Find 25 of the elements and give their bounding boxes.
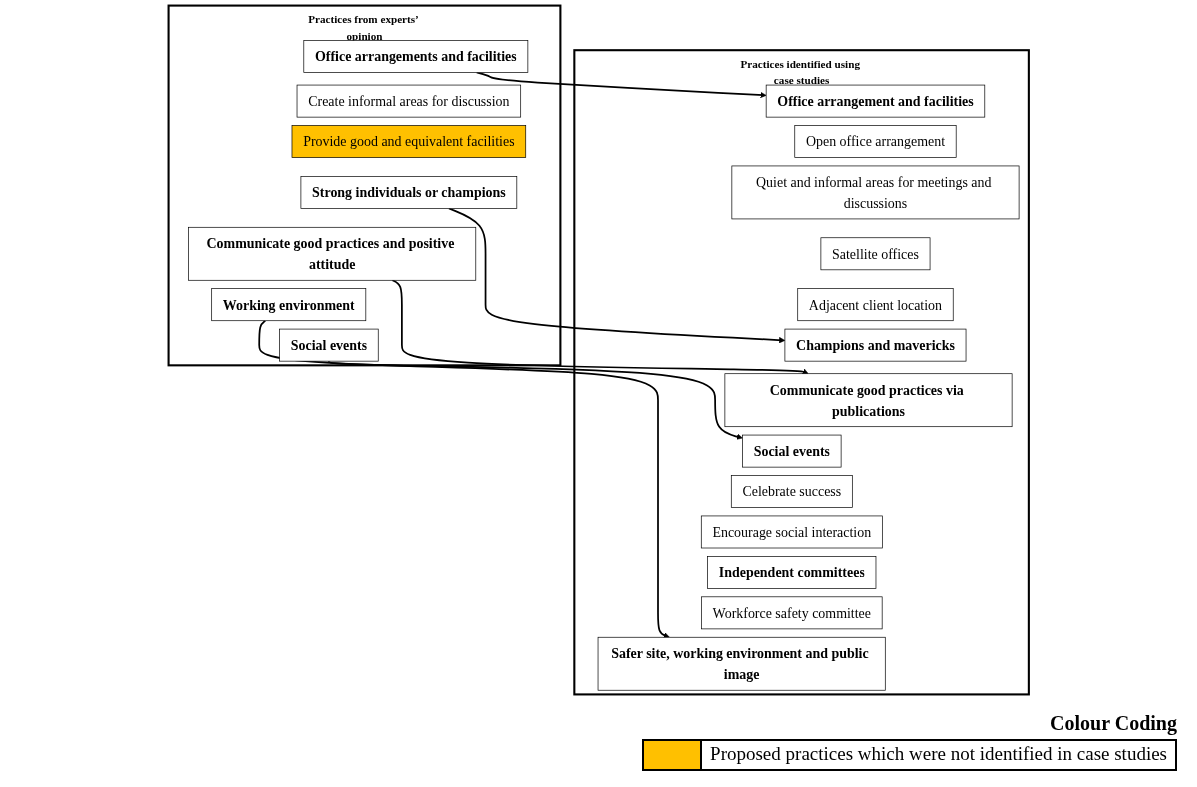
node-box: Working environment — [211, 288, 366, 322]
node-box: Encourage social interaction — [700, 515, 883, 549]
arrow — [258, 319, 670, 639]
node-box: Office arrangement and facilities — [765, 84, 985, 118]
node-box: Quiet and informal areas for meetings and discussions — [731, 165, 1020, 220]
node-box: Safer site, working environment and public image — [597, 636, 886, 691]
node-box: Communicate good practices via publications — [724, 373, 1013, 428]
node-box: Office arrangements and facilities — [303, 40, 528, 73]
node-box: Adjacent client location — [797, 288, 954, 322]
node-box: Social events — [279, 328, 379, 362]
node-box: Create informal areas for discussion — [296, 84, 521, 118]
node-box: Open office arrangement — [794, 125, 957, 158]
node-box: Provide good and equivalent facilities — [291, 125, 526, 158]
legend-text: Proposed practices which were not identified in case studies — [709, 742, 1168, 766]
node-box: Strong individuals or champions — [300, 176, 517, 209]
node-box: Workforce safety committee — [700, 596, 883, 630]
node-box: Independent committees — [707, 556, 877, 589]
arrow — [391, 279, 809, 375]
node-box: Champions and mavericks — [784, 328, 967, 362]
node-box: Communicate good practices and positive attitude — [187, 226, 476, 281]
node-box: Satellite offices — [820, 237, 931, 271]
arrow — [447, 207, 785, 344]
node-box: Social events — [741, 434, 842, 468]
legend-title: Colour Coding — [1049, 712, 1177, 735]
node-box: Celebrate success — [730, 475, 853, 508]
